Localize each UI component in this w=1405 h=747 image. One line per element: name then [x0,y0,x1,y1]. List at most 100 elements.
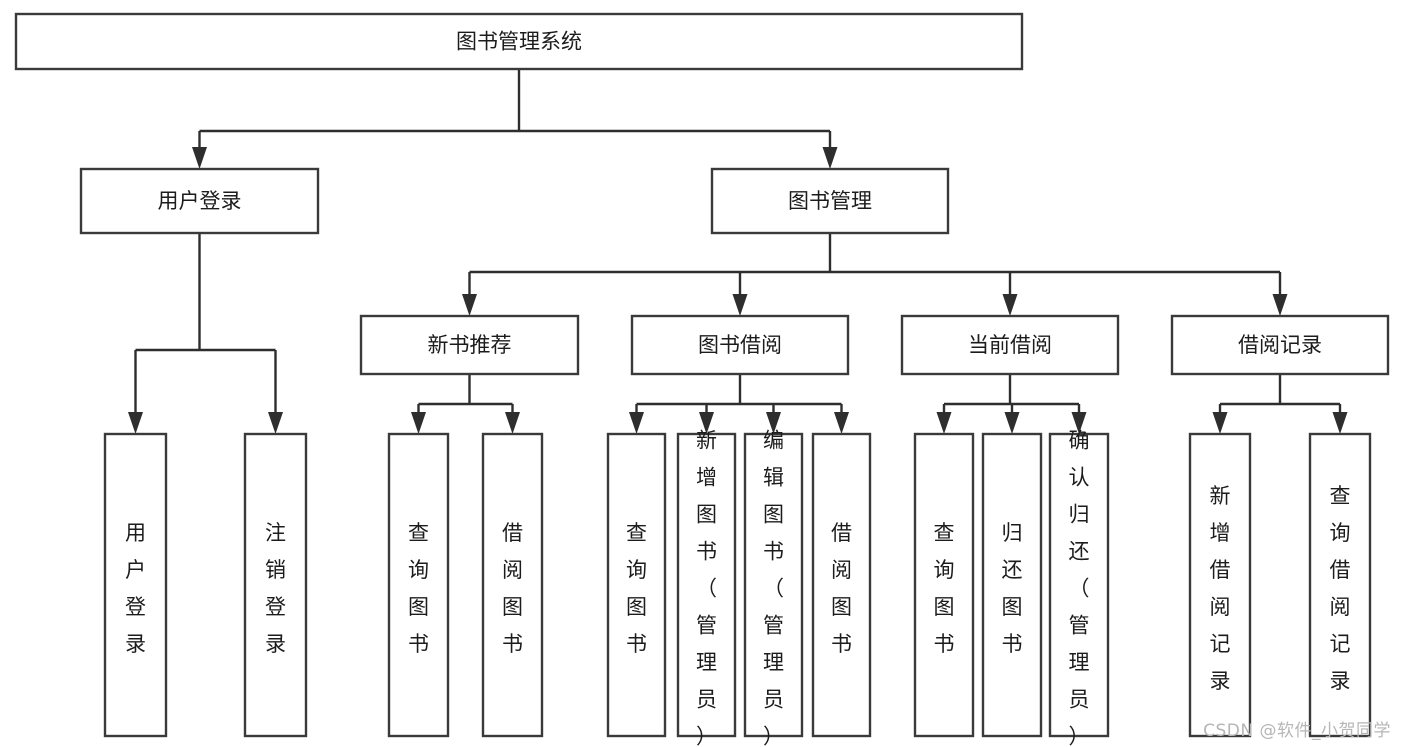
arrow-head-icon [629,412,644,434]
node-label-char: 借 [831,521,852,545]
node-label-char: 理 [1069,650,1090,674]
node-label-char: 书 [934,632,955,656]
node-box[interactable] [981,432,1043,738]
node-box[interactable] [243,432,308,738]
node-box[interactable] [79,167,320,235]
node-box[interactable] [103,432,168,738]
node-box[interactable] [1308,432,1372,738]
node-label: 归还图书 [1002,521,1023,656]
node-leaf-query-book-borrow[interactable]: 查询图书 [606,432,667,738]
node-box[interactable] [14,12,1024,71]
node-label-char: 书 [408,632,429,656]
node-label-char: ） [696,724,717,747]
node-box[interactable] [676,432,737,738]
node-new-book-recommend[interactable]: 新书推荐 [359,314,580,376]
node-current-borrow[interactable]: 当前借阅 [900,314,1120,376]
node-leaf-query-record[interactable]: 查询借阅记录 [1308,432,1372,738]
node-label-char: 记 [1210,632,1231,656]
node-leaf-user-login[interactable]: 用户登录 [103,432,168,738]
node-label: 图书管理 [788,189,872,213]
node-label-char: 销 [265,558,286,582]
node-box[interactable] [710,167,950,235]
node-box[interactable] [481,432,544,738]
node-leaf-query-book-new[interactable]: 查询图书 [387,432,450,738]
node-label-char: ） [1069,724,1090,747]
node-box[interactable] [387,432,450,738]
node-label-char: 查 [626,521,647,545]
arrow-head-icon [822,147,838,169]
node-label-char: 书 [831,632,852,656]
node-box[interactable] [1188,432,1252,738]
node-label-char: 图 [1002,595,1023,619]
node-box[interactable] [1048,432,1110,738]
node-label-char: 阅 [1210,595,1231,619]
node-book-borrow[interactable]: 图书借阅 [630,314,850,376]
node-label-char: 归 [1002,521,1023,545]
node-label-char: 借 [502,521,523,545]
node-leaf-add-book[interactable]: 新增图书（管理员） [676,428,737,747]
node-label-char: 录 [1330,669,1351,693]
node-label-char: 登 [125,595,146,619]
node-user-login[interactable]: 用户登录 [79,167,320,235]
node-label-char: 辑 [763,465,784,489]
arrow-head-icon [192,147,207,169]
node-label-char: 还 [1069,539,1090,563]
node-root[interactable]: 图书管理系统 [14,12,1024,71]
node-label-char: （ [696,576,717,600]
node-label: 注销登录 [265,521,286,656]
arrow-head-icon [411,412,426,434]
node-leaf-confirm-return[interactable]: 确认归还（管理员） [1048,428,1110,747]
node-label-char: 新 [1210,484,1231,508]
connector-layer [128,69,1348,434]
node-leaf-borrow-book[interactable]: 借阅图书 [811,432,872,738]
node-label-char: 户 [125,558,146,582]
node-label-char: （ [1069,576,1090,600]
arrow-head-icon [699,412,714,434]
node-leaf-query-book-current[interactable]: 查询图书 [913,432,975,738]
node-box[interactable] [606,432,667,738]
arrow-head-icon [1002,294,1018,316]
node-box[interactable] [900,314,1120,376]
arrow-head-icon [268,412,283,434]
node-label: 查询图书 [408,521,429,656]
node-label-char: 登 [265,595,286,619]
connector-group [411,374,520,434]
node-label-char: 查 [1330,484,1351,508]
node-leaf-edit-book[interactable]: 编辑图书（管理员） [743,428,804,747]
node-label-char: 询 [934,558,955,582]
arrow-head-icon [936,412,952,434]
node-leaf-return-book[interactable]: 归还图书 [981,432,1043,738]
arrow-head-icon [834,412,849,434]
node-leaf-borrow-book-new[interactable]: 借阅图书 [481,432,544,738]
node-label-char: 书 [502,632,523,656]
node-label-char: 查 [934,521,955,545]
node-label: 确认归还（管理员） [1069,428,1090,747]
node-label-char: 管 [1069,613,1090,637]
node-book-manage[interactable]: 图书管理 [710,167,950,235]
watermark-label: CSDN @软件_小贺同学 [1203,721,1391,741]
node-label-char: 新 [696,428,717,452]
connector-group [462,233,1288,316]
node-layer: 图书管理系统用户登录图书管理新书推荐图书借阅当前借阅借阅记录用户登录注销登录查询… [14,12,1390,747]
node-box[interactable] [913,432,975,738]
node-label: 用户登录 [158,189,242,213]
node-leaf-user-logout[interactable]: 注销登录 [243,432,308,738]
arrow-head-icon [1212,412,1228,434]
arrow-head-icon [1004,412,1020,434]
node-label-char: 还 [1002,558,1023,582]
node-box[interactable] [811,432,872,738]
node-borrow-record[interactable]: 借阅记录 [1170,314,1390,376]
node-label: 借阅图书 [502,521,523,656]
node-box[interactable] [743,432,804,738]
node-label-char: 员 [696,687,717,711]
arrow-head-icon [128,412,143,434]
node-label-char: 查 [408,521,429,545]
node-label-char: 管 [696,613,717,637]
node-label: 新增借阅记录 [1210,484,1231,693]
node-box[interactable] [1170,314,1390,376]
node-box[interactable] [630,314,850,376]
node-box[interactable] [359,314,580,376]
node-label-char: 用 [125,521,146,545]
node-leaf-add-record[interactable]: 新增借阅记录 [1188,432,1252,738]
node-label-char: 借 [1330,558,1351,582]
